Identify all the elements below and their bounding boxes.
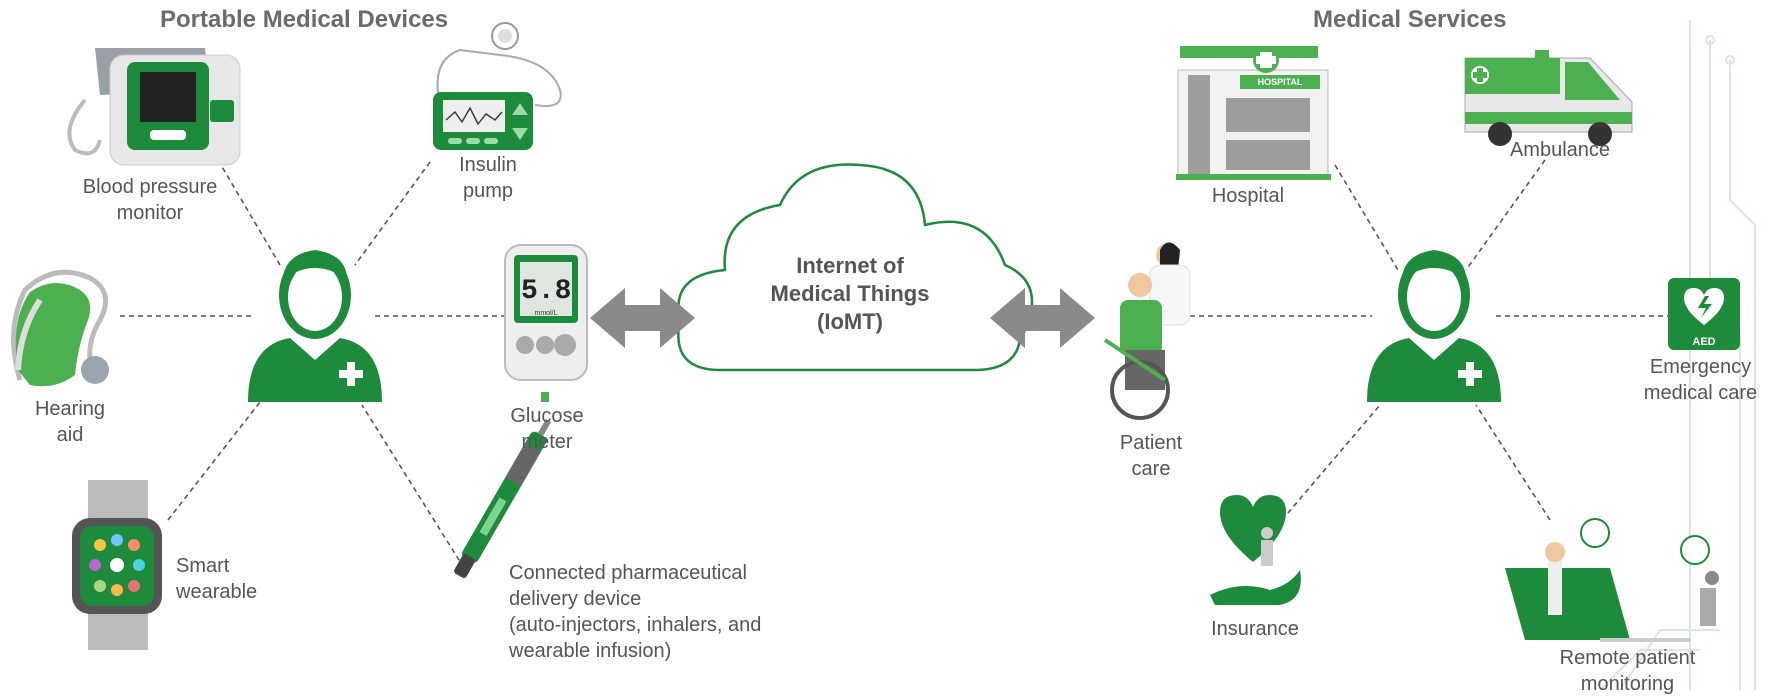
double-arrow-left [590,288,695,348]
label-emergency-line1: Emergency [1649,356,1752,378]
cloud-label-line3: (IoMT) [817,309,883,334]
left-connectors [120,159,505,569]
label-pharma-line4: wearable infusion) [509,640,672,662]
label-blood-pressure-monitor: Blood pressure monitor [65,174,235,226]
label-insulin-pump: Insulin pump [438,152,538,204]
aed-icon: AED [1668,278,1740,350]
label-emergency-line2: medical care [1643,382,1758,404]
glucose-meter-icon [504,244,588,402]
label-emergency-care: Emergency medical care [1635,354,1766,406]
cloud-label-line1: Internet of [796,253,904,278]
label-smart-line1: Smart [176,555,230,577]
remote-monitoring-icon [1505,518,1719,642]
right-connectors [1190,159,1668,521]
label-remote-monitoring: Remote patient monitoring [1545,645,1710,697]
label-bp-line1: Blood pressure [82,176,218,198]
label-pharma-line1: Connected pharmaceutical [509,562,747,584]
doctor-icon-left [248,250,382,402]
label-patient-line2: care [1131,458,1171,480]
label-patient-care: Patient care [1101,430,1201,482]
blood-pressure-monitor-icon [67,48,241,166]
cloud-label: Internet of Medical Things (IoMT) [750,252,950,336]
title-medical-services: Medical Services [1313,6,1507,33]
smart-wearable-icon [72,480,162,650]
label-glucose-meter: Glucose meter [497,403,597,455]
pharmaceutical-pen-icon [454,419,552,578]
aed-label: AED [1692,336,1715,348]
insurance-icon [1210,495,1301,605]
title-portable-devices: Portable Medical Devices [160,6,449,33]
label-remote-line2: monitoring [1580,673,1675,695]
label-insulin-line2: pump [462,180,514,202]
double-arrow-right [990,288,1095,348]
label-insulin-line1: Insulin [459,154,517,176]
cloud-label-line2: Medical Things [770,281,930,306]
doctor-icon-right [1367,250,1501,402]
glucose-display-unit: mmol/L [534,310,558,317]
label-pharma-line3: (auto-injectors, inhalers, and [509,614,762,636]
label-hospital: Hospital [1211,185,1285,207]
label-insurance: Insurance [1211,618,1299,640]
label-glucose-line2: meter [521,431,573,453]
insulin-pump-icon [433,22,562,150]
label-patient-line1: Patient [1119,432,1183,454]
label-hearing-line2: aid [56,424,84,446]
hospital-icon [1176,46,1331,180]
glucose-display-value: 5.8 [521,276,572,307]
hearing-aid-icon [11,269,109,387]
circuit-decoration [1599,20,1756,691]
label-glucose-line1: Glucose [510,405,584,427]
label-pharma-line2: delivery device [509,588,642,610]
label-smart-line2: wearable [176,581,258,603]
ambulance-icon [1464,50,1633,146]
label-remote-line1: Remote patient [1559,647,1696,669]
label-smart-wearable: Smart wearable [176,553,296,605]
patient-care-icon [1103,242,1191,420]
label-pharma-device: Connected pharmaceutical delivery device… [509,560,829,664]
label-hearing-aid: Hearing aid [20,396,120,448]
label-hearing-line1: Hearing [34,398,106,420]
label-ambulance: Ambulance [1509,139,1611,161]
hospital-sign: HOSPITAL [1257,77,1303,87]
label-bp-line2: monitor [116,202,184,224]
